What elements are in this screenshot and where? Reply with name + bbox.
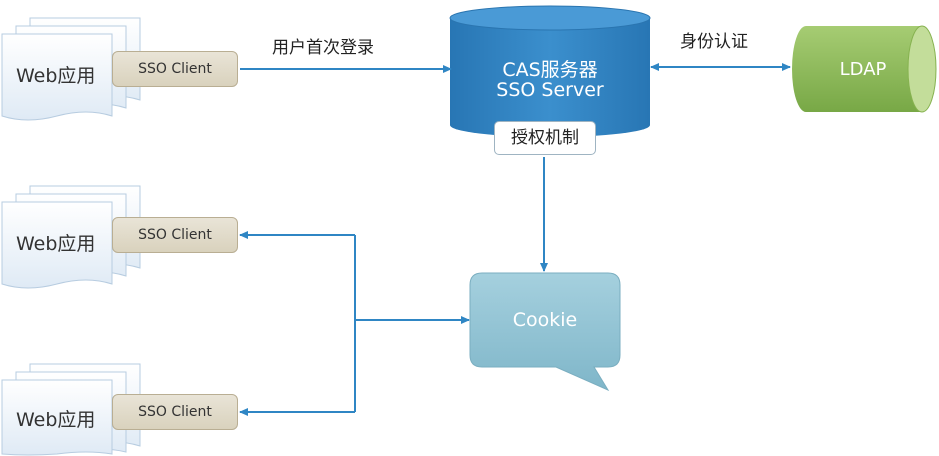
ldap-label: LDAP (839, 59, 887, 80)
web-app-doc-stack-3 (1, 363, 141, 456)
web-app-label-3: Web应用 (16, 409, 96, 431)
cookie-label: Cookie (512, 309, 578, 331)
first-login-label: 用户首次登录 (272, 38, 374, 58)
server-subtitle: SSO Server (496, 79, 604, 101)
server-title: CAS服务器 (502, 59, 598, 81)
sso-client-box-1: SSO Client (112, 51, 238, 87)
cookie-bubble (469, 272, 621, 392)
auth-mechanism-tag: 授权机制 (494, 121, 596, 155)
web-app-doc-stack-1 (1, 17, 141, 121)
sso-client-box-2: SSO Client (112, 217, 238, 253)
web-app-doc-stack-2 (1, 185, 141, 289)
sso-client-box-3: SSO Client (112, 394, 238, 430)
cas-server-cylinder (449, 5, 651, 137)
ldap-cylinder (792, 25, 937, 113)
identity-auth-label: 身份认证 (680, 32, 748, 52)
web-app-label-1: Web应用 (16, 65, 96, 87)
web-app-label-2: Web应用 (16, 233, 96, 255)
